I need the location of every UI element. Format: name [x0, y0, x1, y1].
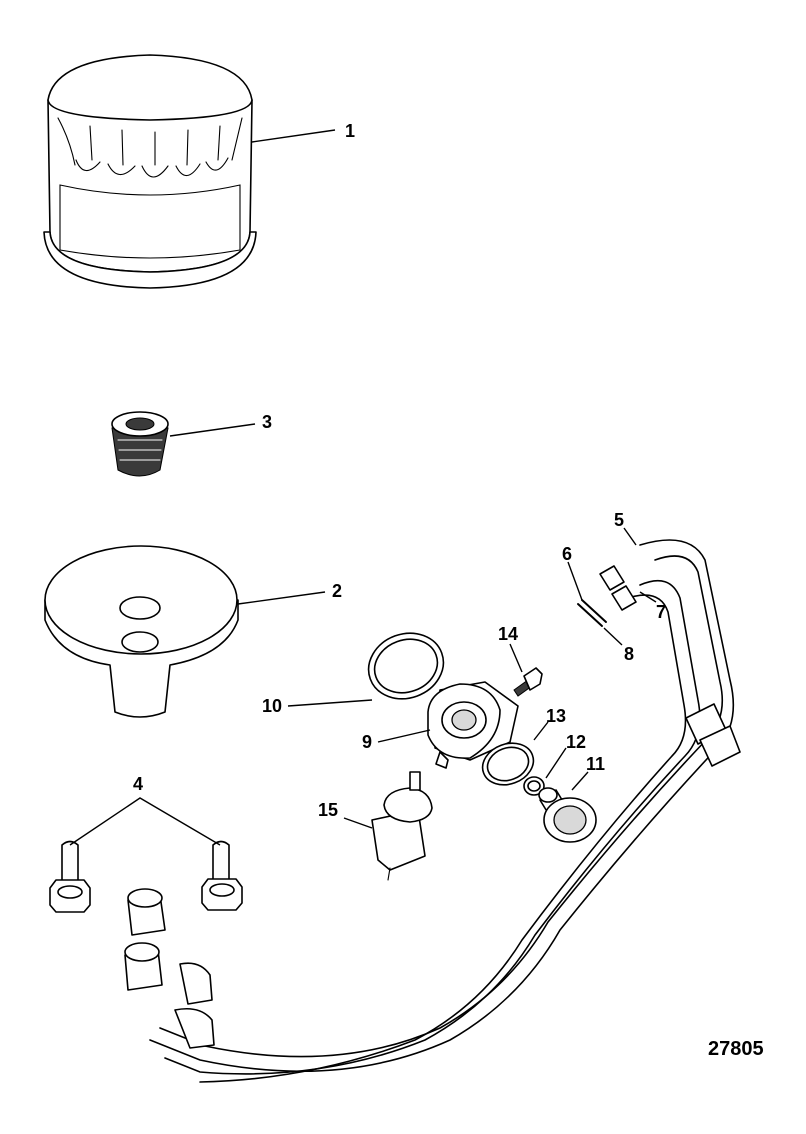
- callout-9: 9: [362, 732, 372, 752]
- callout-14: 14: [498, 624, 518, 644]
- leader-15: [343, 817, 373, 829]
- leader-5: [623, 527, 637, 546]
- bolt-left: [49, 840, 91, 913]
- callout-8: 8: [624, 644, 634, 664]
- callout-6: 6: [562, 544, 572, 564]
- leader-6: [567, 561, 583, 601]
- leader-3: [169, 423, 256, 437]
- adapter-housing: [427, 681, 519, 769]
- callout-10: 10: [262, 696, 282, 716]
- threaded-fitting: [111, 411, 169, 477]
- leader-10: [287, 699, 373, 707]
- leader-12: [545, 747, 567, 779]
- retaining-clip: [577, 599, 607, 627]
- callout-3: 3: [262, 412, 272, 432]
- callout-15: 15: [318, 800, 338, 820]
- leader-9: [377, 729, 431, 743]
- leader-11: [571, 771, 589, 791]
- leader-14: [509, 643, 523, 673]
- figure-id: 27805: [708, 1038, 764, 1060]
- leader-13: [533, 721, 549, 741]
- leader-7: [639, 591, 657, 603]
- filter-adapter-plate: [44, 545, 239, 718]
- sensor-body: [371, 771, 433, 881]
- oil-filter: [43, 54, 257, 289]
- bolt-right: [201, 840, 243, 911]
- o-ring-large: [367, 632, 445, 700]
- leader-1: [251, 129, 336, 143]
- callout-7: 7: [656, 602, 666, 622]
- hollow-fitting: [538, 787, 597, 843]
- leader-8: [603, 627, 623, 646]
- callout-12: 12: [566, 732, 586, 752]
- callout-11: 11: [586, 754, 605, 774]
- leader-2: [237, 591, 326, 605]
- o-ring-small: [523, 776, 545, 796]
- screw: [513, 667, 543, 697]
- callout-5: 5: [614, 510, 624, 530]
- leader-4: [69, 797, 221, 846]
- callout-2: 2: [332, 581, 342, 601]
- o-ring-medium: [481, 742, 535, 786]
- callout-13: 13: [546, 706, 566, 726]
- callout-1: 1: [345, 121, 355, 141]
- oil-cooler-hoses: [124, 539, 741, 1083]
- callout-4: 4: [133, 774, 143, 794]
